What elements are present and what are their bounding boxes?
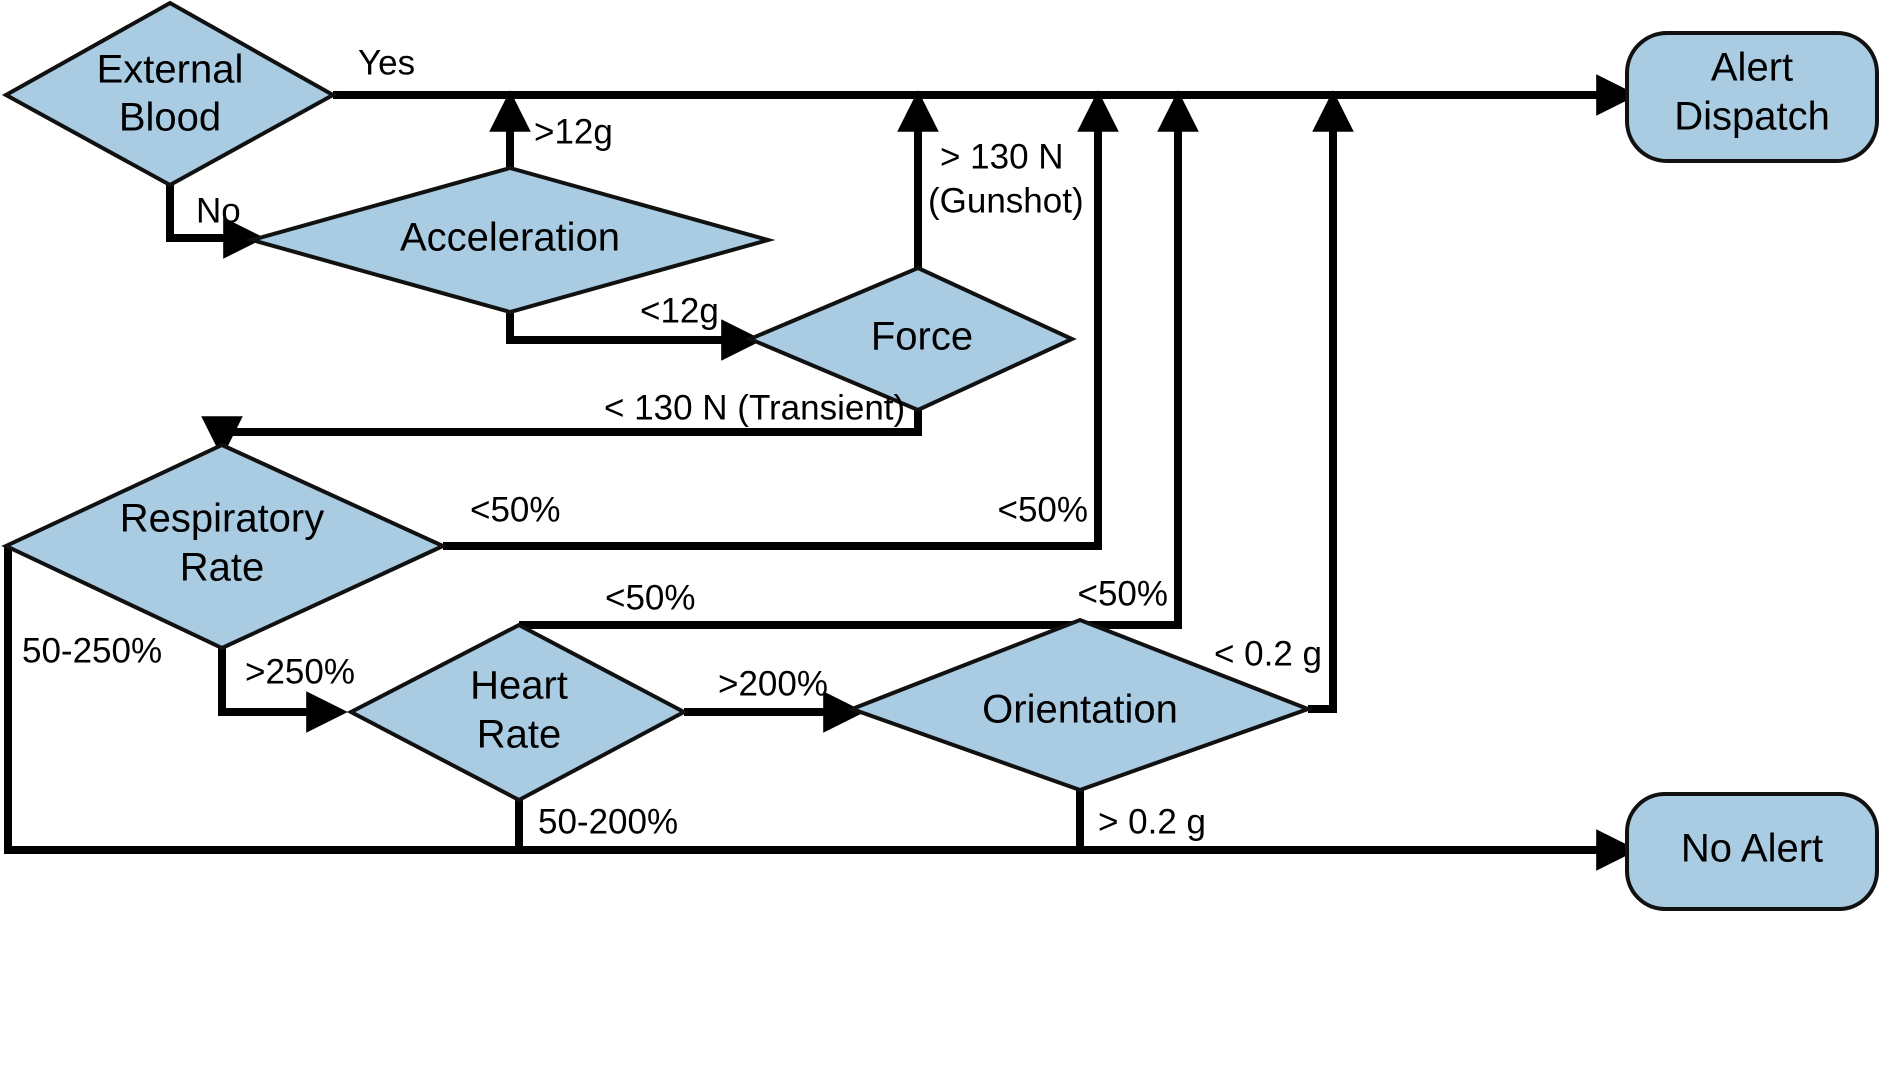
edge-orient-lt02g (1308, 90, 1354, 713)
edge-label-rr-lt50: <50% (470, 490, 561, 529)
edge-label-rr-gt250: >250% (245, 652, 355, 691)
node-external-blood-label-line1: External (97, 48, 244, 92)
edge-label-orient-gt02g: > 0.2 g (1098, 802, 1206, 841)
edge-label-hr-lt50-corner: <50% (1078, 574, 1169, 613)
node-external-blood-label-line2: Blood (119, 96, 221, 140)
edge-force-transient (201, 410, 922, 458)
edge-label-no: No (196, 191, 241, 230)
node-acceleration-label: Acceleration (400, 216, 620, 260)
node-respiratory-rate-label-line2: Rate (180, 546, 265, 590)
edge-label-force-gunshot-line2: (Gunshot) (928, 181, 1084, 220)
node-acceleration[interactable] (244, 165, 776, 315)
edge-rr-lt50 (443, 90, 1119, 550)
edge-label-force-transient: < 130 N (Transient) (604, 388, 905, 427)
node-force[interactable] (744, 265, 1077, 413)
edge-label-rr-lt50-corner: <50% (998, 490, 1089, 529)
node-no-alert[interactable] (1625, 792, 1879, 911)
node-respiratory-rate[interactable] (1, 442, 448, 651)
edge-label-hr-50-200: 50-200% (538, 802, 678, 841)
node-alert-dispatch-label-line2: Dispatch (1674, 95, 1830, 139)
node-alert-dispatch-label-line1: Alert (1711, 46, 1793, 90)
edge-accel-lt12g (506, 312, 763, 361)
edge-hr-lt50 (519, 90, 1199, 629)
edge-label-rr-50-250: 50-250% (22, 631, 162, 670)
edge-label-accel-lt12g: <12g (640, 291, 719, 330)
node-heart-rate[interactable] (346, 622, 689, 803)
edge-rr-gt250 (218, 648, 348, 733)
edge-label-hr-gt200: >200% (718, 664, 828, 703)
node-orientation[interactable] (846, 617, 1314, 793)
node-orientation-label: Orientation (982, 688, 1178, 732)
node-heart-rate-label-line2: Rate (477, 713, 562, 757)
node-heart-rate-label-line1: Heart (470, 664, 568, 708)
edge-label-force-gunshot-line1: > 130 N (940, 137, 1064, 176)
node-alert-dispatch[interactable] (1625, 31, 1879, 163)
node-force-label: Force (871, 315, 973, 359)
edge-blood-no (166, 185, 265, 259)
node-no-alert-label: No Alert (1681, 827, 1823, 871)
edge-rr-50-250 (4, 546, 1638, 871)
node-external-blood[interactable] (1, 0, 338, 188)
edge-label-yes: Yes (358, 43, 415, 82)
node-respiratory-rate-label-line1: Respiratory (120, 497, 325, 541)
edge-label-orient-lt02g: < 0.2 g (1214, 634, 1322, 673)
edge-label-hr-lt50: <50% (605, 578, 696, 617)
edge-label-accel-gt12g: >12g (534, 112, 613, 151)
